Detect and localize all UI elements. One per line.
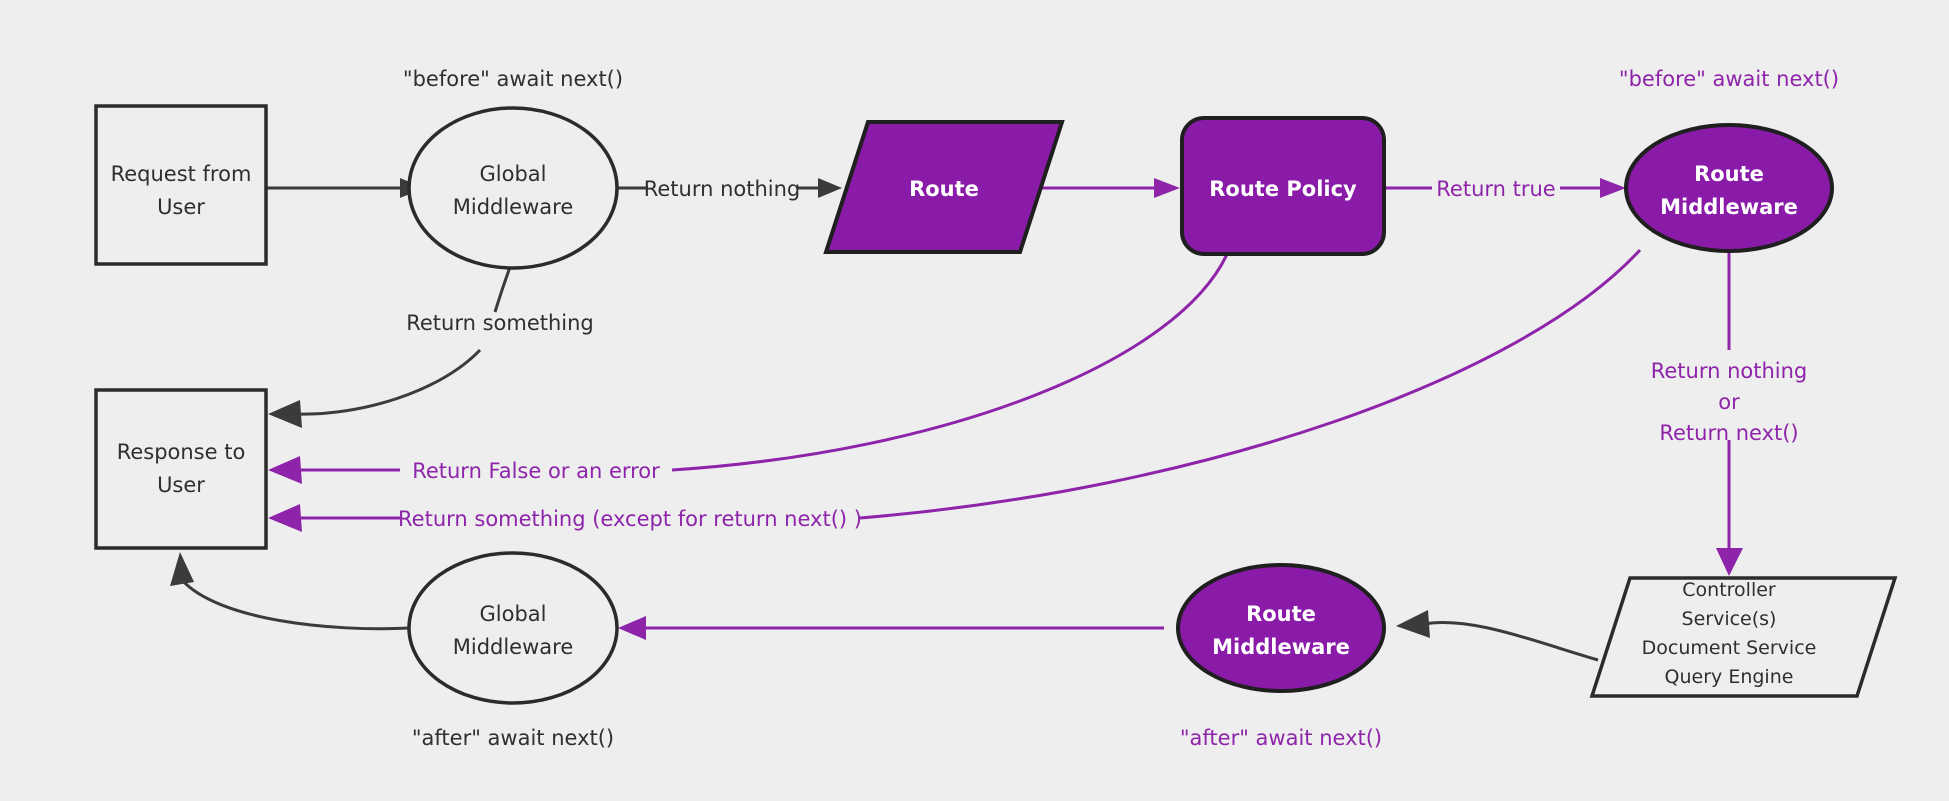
edge-global-middleware-to-response [268, 261, 514, 428]
node-global-middleware-top[interactable]: Global Middleware [407, 106, 619, 270]
route-middleware-bottom-line2: Middleware [1212, 635, 1350, 659]
annotation-before-await-next-global: "before" await next() [403, 67, 623, 91]
edge-route-policy-to-route-middleware [1384, 178, 1626, 198]
edge-route-middleware-to-response-something [268, 248, 1642, 532]
node-route-middleware-bottom[interactable]: Route Middleware [1176, 563, 1386, 693]
request-from-user-line1: Request from [111, 162, 252, 186]
edge-label-return-something-except-next: Return something (except for return next… [398, 507, 862, 531]
controller-stack-line4: Query Engine [1665, 666, 1794, 688]
node-global-middleware-bottom[interactable]: Global Middleware [407, 551, 619, 705]
edge-route-policy-to-response-false [268, 251, 1230, 484]
route-middleware-bottom-line1: Route [1246, 602, 1316, 626]
route-policy-label: Route Policy [1209, 177, 1357, 201]
edge-global-middleware-to-route [617, 178, 842, 198]
edge-label-return-nothing-or-next-line1: Return nothing [1651, 359, 1808, 383]
edge-label-return-nothing-global: Return nothing [644, 177, 801, 201]
node-route-policy[interactable]: Route Policy [1180, 116, 1386, 256]
edge-label-return-something-global: Return something [406, 311, 594, 335]
edge-label-return-nothing-or-next-line3: Return next() [1659, 421, 1798, 445]
node-response-to-user[interactable]: Response to User [94, 388, 268, 550]
edge-request-to-global-middleware [266, 178, 424, 198]
edge-route-to-route-policy [1034, 178, 1180, 198]
global-middleware-bottom-line2: Middleware [453, 635, 574, 659]
global-middleware-top-line1: Global [480, 162, 547, 186]
edge-label-return-false-or-error: Return False or an error [412, 459, 660, 483]
route-label: Route [909, 177, 979, 201]
edge-label-return-nothing-or-next-line2: or [1718, 390, 1740, 414]
node-request-from-user[interactable]: Request from User [94, 104, 268, 266]
controller-stack-line2: Service(s) [1682, 608, 1777, 630]
edge-route-middleware-to-controller [1716, 250, 1743, 576]
response-to-user-line1: Response to [117, 440, 246, 464]
edge-route-middleware-bottom-to-global-middleware-bottom [618, 616, 1164, 640]
global-middleware-top-line2: Middleware [453, 195, 574, 219]
route-middleware-top-line1: Route [1694, 162, 1764, 186]
edge-global-middleware-bottom-to-response [170, 552, 411, 631]
edge-label-return-true: Return true [1436, 177, 1555, 201]
controller-stack-line3: Document Service [1642, 637, 1817, 659]
edge-controller-to-route-middleware-bottom [1396, 610, 1599, 662]
route-middleware-top-line2: Middleware [1660, 195, 1798, 219]
request-from-user-line2: User [157, 195, 205, 219]
annotation-after-await-next-global: "after" await next() [412, 726, 614, 750]
node-route-middleware-top[interactable]: Route Middleware [1624, 123, 1834, 253]
annotation-after-await-next-route: "after" await next() [1180, 726, 1382, 750]
annotation-before-await-next-route: "before" await next() [1619, 67, 1839, 91]
global-middleware-bottom-line1: Global [480, 602, 547, 626]
controller-stack-line1: Controller [1682, 579, 1776, 601]
node-controller-stack[interactable]: Controller Service(s) Document Service Q… [1589, 576, 1898, 698]
response-to-user-line2: User [157, 473, 205, 497]
node-route[interactable]: Route [823, 120, 1065, 254]
